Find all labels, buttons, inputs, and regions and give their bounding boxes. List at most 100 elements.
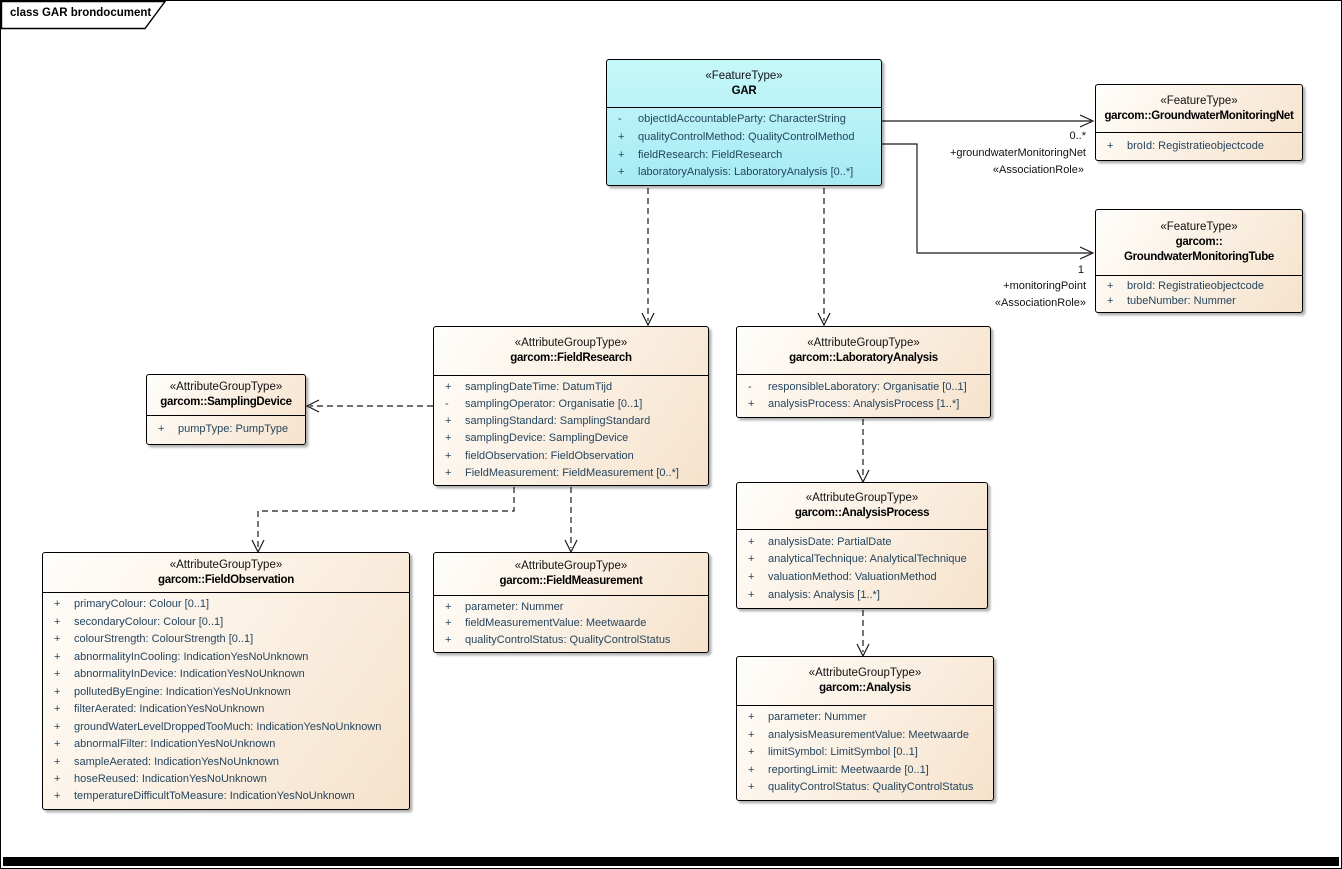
attribute-row[interactable]: +valuationMethod: ValuationMethod bbox=[737, 571, 987, 584]
attribute-row[interactable]: +analysis: Analysis [1..*] bbox=[737, 589, 987, 602]
class-header: «AttributeGroupType»garcom::FieldMeasure… bbox=[434, 553, 708, 596]
attribute-row[interactable]: +filterAerated: IndicationYesNoUnknown bbox=[43, 703, 409, 716]
visibility-marker: + bbox=[748, 535, 755, 548]
visibility-marker: + bbox=[445, 466, 452, 479]
attribute-row[interactable]: +colourStrength: ColourStrength [0..1] bbox=[43, 633, 409, 646]
class-header: «FeatureType»GAR bbox=[607, 60, 881, 108]
attribute-row[interactable]: +samplingDevice: SamplingDevice bbox=[434, 432, 708, 445]
open-arrowhead-laboratoryanalysis bbox=[817, 312, 831, 327]
class-name: GroundwaterMonitoringTube bbox=[1123, 250, 1275, 263]
class-name: garcom::SamplingDevice bbox=[160, 396, 292, 408]
attribute-row[interactable]: + fieldResearch: FieldResearch bbox=[607, 149, 881, 162]
attribute-row[interactable]: +analysisMeasurementValue: Meetwaarde bbox=[737, 729, 993, 742]
visibility-marker: + bbox=[158, 423, 165, 436]
class-name: garcom::FieldResearch bbox=[510, 352, 632, 364]
attribute-row[interactable]: +analyticalTechnique: AnalyticalTechniqu… bbox=[737, 553, 987, 566]
class-box-sampling-device[interactable]: «AttributeGroupType»garcom::SamplingDevi… bbox=[146, 374, 306, 445]
class-name: garcom::Analysis bbox=[819, 682, 911, 694]
attribute-text: laboratoryAnalysis: LaboratoryAnalysis [… bbox=[638, 166, 854, 179]
attribute-text: FieldMeasurement: FieldMeasurement [0..*… bbox=[465, 466, 679, 479]
attribute-row[interactable]: -responsibleLaboratory: Organisatie [0..… bbox=[737, 381, 990, 394]
attribute-row[interactable]: +abnormalityInDevice: IndicationYesNoUnk… bbox=[43, 668, 409, 681]
frame-tab bbox=[1, 1, 167, 30]
attribute-row[interactable]: +secondaryColour: Colour [0..1] bbox=[43, 616, 409, 629]
class-box-field-measurement[interactable]: «AttributeGroupType»garcom::FieldMeasure… bbox=[433, 552, 709, 653]
class-name: garcom::LaboratoryAnalysis bbox=[789, 351, 938, 364]
attribute-text: analysisDate: PartialDate bbox=[768, 535, 892, 548]
visibility-marker: + bbox=[54, 650, 61, 663]
visibility-marker: + bbox=[618, 166, 625, 179]
attribute-row[interactable]: +temperatureDifficultToMeasure: Indicati… bbox=[43, 790, 409, 803]
attributes-compartment: -objectIdAccountableParty: CharacterStri… bbox=[607, 108, 881, 185]
attribute-row[interactable]: +reportingLimit: Meetwaarde [0..1] bbox=[737, 764, 993, 777]
class-box-analysis[interactable]: «AttributeGroupType»garcom::Analysis+par… bbox=[736, 656, 994, 801]
visibility-marker: + bbox=[1107, 295, 1114, 308]
attribute-row[interactable]: + laboratoryAnalysis: LaboratoryAnalysis … bbox=[607, 166, 881, 179]
attribute-row[interactable]: +analysisProcess: AnalysisProcess [1..*] bbox=[737, 398, 990, 411]
attribute-row[interactable]: + parameter: Nummer bbox=[434, 601, 708, 614]
class-stereotype: «AttributeGroupType» bbox=[805, 492, 919, 505]
attributes-compartment: +broId: Registratieobjectcode + tubeNumber… bbox=[1096, 276, 1302, 312]
attribute-row[interactable]: +samplingDateTime: DatumTijd bbox=[434, 381, 708, 394]
attribute-row[interactable]: +limitSymbol: LimitSymbol [0..1] bbox=[737, 746, 993, 759]
attribute-row[interactable]: +fieldMeasurementValue: Meetwaarde bbox=[434, 617, 708, 630]
class-stereotype: «AttributeGroupType» bbox=[808, 667, 922, 680]
attribute-row[interactable]: + FieldMeasurement: FieldMeasurement [0..… bbox=[434, 467, 708, 480]
attribute-row[interactable]: +broId: Registratieobjectcode bbox=[1096, 280, 1302, 293]
attribute-row[interactable]: -objectIdAccountableParty: CharacterStri… bbox=[607, 113, 881, 126]
class-box-laboratory-analysis[interactable]: «AttributeGroupType»garcom::LaboratoryAn… bbox=[736, 326, 991, 418]
attribute-row[interactable]: +hoseReused: IndicationYesNoUnknown bbox=[43, 773, 409, 786]
visibility-marker: + bbox=[445, 415, 452, 428]
attribute-text: colourStrength: ColourStrength [0..1] bbox=[74, 633, 254, 646]
attribute-row[interactable]: +samplingStandard: SamplingStandard bbox=[434, 415, 708, 428]
attribute-row[interactable]: +broId: Registratieobjectcode bbox=[1096, 140, 1302, 153]
visibility-marker: + bbox=[748, 589, 755, 602]
visibility-marker: + bbox=[445, 617, 452, 630]
class-box-field-research[interactable]: «AttributeGroupType»garcom::FieldResearc… bbox=[433, 326, 709, 486]
class-header: «AttributeGroupType»garcom::SamplingDevi… bbox=[147, 375, 305, 416]
class-name: garcom:: bbox=[1175, 236, 1223, 249]
open-arrowhead-analysisprocess bbox=[856, 469, 870, 484]
attribute-row[interactable]: +qualityControlStatus: QualityControlSta… bbox=[737, 781, 993, 794]
attribute-row[interactable]: +primaryColour: Colour [0..1] bbox=[43, 598, 409, 611]
association-net-role: +groundwaterMonitoringNet bbox=[949, 147, 1086, 159]
class-header: «AttributeGroupType»garcom::Analysis bbox=[737, 657, 993, 706]
class-box-gar[interactable]: «FeatureType»GAR -objectIdAccountablePart… bbox=[606, 59, 882, 186]
attribute-row[interactable]: +qualityControlStatus: QualityControlSta… bbox=[434, 634, 708, 647]
class-stereotype: «FeatureType» bbox=[705, 69, 783, 82]
visibility-marker: + bbox=[445, 380, 452, 393]
attribute-row[interactable]: + tubeNumber: Nummer bbox=[1096, 295, 1302, 308]
class-box-field-observation[interactable]: «AttributeGroupType»garcom::FieldObserva… bbox=[42, 552, 410, 810]
class-stereotype: «FeatureType» bbox=[1160, 94, 1238, 107]
attribute-row[interactable]: + analysisDate: PartialDate bbox=[737, 536, 987, 549]
attributes-compartment: + analysisDate: PartialDate +analyticalTec… bbox=[737, 530, 987, 608]
attribute-row[interactable]: +parameter: Nummer bbox=[737, 711, 993, 724]
attribute-text: secondaryColour: Colour [0..1] bbox=[74, 615, 224, 628]
visibility-marker: + bbox=[445, 634, 452, 647]
attribute-row[interactable]: +abnormalFilter: IndicationYesNoUnknown bbox=[43, 738, 409, 751]
attribute-text: parameter: Nummer bbox=[465, 600, 564, 613]
class-box-groundwater-monitoring-net[interactable]: «FeatureType»garcom::GroundwaterMonitori… bbox=[1095, 84, 1303, 161]
attribute-text: qualityControlMethod: QualityControlMeth… bbox=[638, 131, 855, 144]
visibility-marker: + bbox=[748, 571, 755, 584]
visibility-marker: - bbox=[445, 398, 449, 411]
class-box-analysis-process[interactable]: «AttributeGroupType»garcom::AnalysisProc… bbox=[736, 482, 988, 609]
attribute-row[interactable]: -samplingOperator: Organisatie [0..1] bbox=[434, 398, 708, 411]
attribute-text: parameter: Nummer bbox=[768, 711, 867, 724]
attribute-row[interactable]: +qualityControlMethod: QualityControlMet… bbox=[607, 131, 881, 144]
attribute-row[interactable]: +pumpType: PumpType bbox=[147, 423, 305, 436]
attribute-row[interactable]: +sampleAerated: IndicationYesNoUnknown bbox=[43, 756, 409, 769]
attribute-row[interactable]: +groundWaterLevelDroppedTooMuch: Indicat… bbox=[43, 721, 409, 734]
attribute-row[interactable]: +abnormalityInCooling: IndicationYesNoUn… bbox=[43, 651, 409, 664]
attribute-text: hoseReused: IndicationYesNoUnknown bbox=[74, 772, 267, 785]
visibility-marker: + bbox=[445, 600, 452, 613]
attribute-text: fieldResearch: FieldResearch bbox=[638, 148, 783, 161]
open-arrowhead-net bbox=[1079, 114, 1095, 128]
visibility-marker: + bbox=[445, 449, 452, 462]
open-arrowhead-analysis bbox=[856, 643, 870, 658]
class-box-groundwater-monitoring-tube[interactable]: «FeatureType»garcom::GroundwaterMonitori… bbox=[1095, 209, 1303, 313]
attribute-row[interactable]: +pollutedByEngine: IndicationYesNoUnknow… bbox=[43, 686, 409, 699]
attribute-text: tubeNumber: Nummer bbox=[1127, 295, 1236, 308]
visibility-marker: + bbox=[618, 148, 625, 161]
attribute-row[interactable]: +fieldObservation: FieldObservation bbox=[434, 450, 708, 463]
